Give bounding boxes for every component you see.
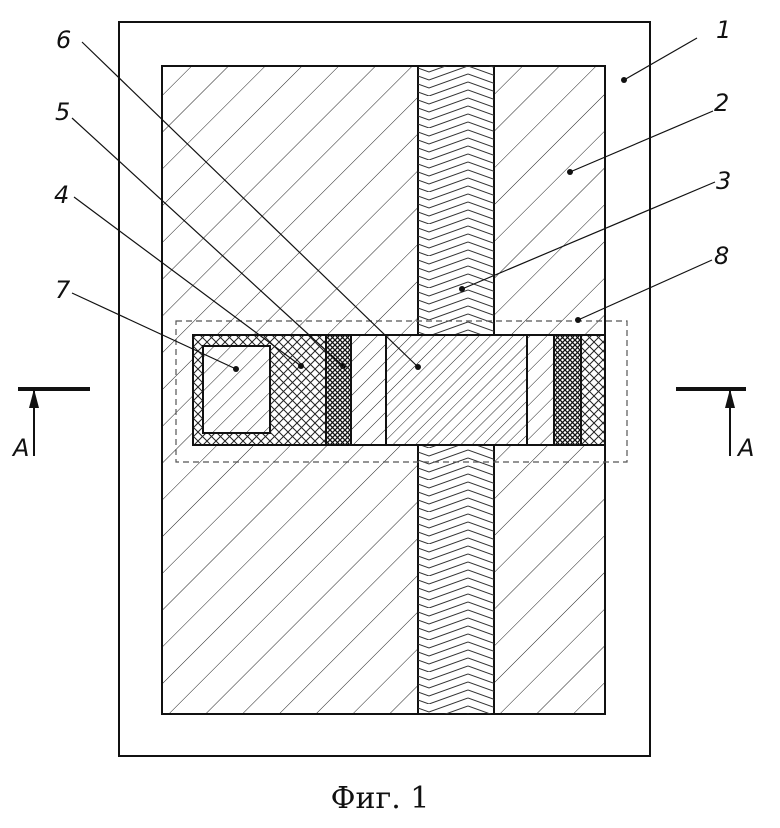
label-1: 1 [716, 16, 731, 44]
label-7: 7 [55, 276, 71, 304]
label-2: 2 [714, 89, 729, 117]
band-crosshatch-right [581, 335, 605, 445]
label-3: 3 [716, 167, 731, 195]
figure-caption: Фиг. 1 [331, 781, 430, 816]
band-hatched-left [351, 335, 386, 445]
band-contact-right [554, 335, 581, 445]
label-4: 4 [54, 181, 69, 209]
label-6: 6 [56, 26, 71, 54]
inner-box-fill [204, 347, 269, 432]
section-label-right: A [736, 434, 754, 462]
label-8: 8 [714, 242, 729, 270]
band-hatched-right [527, 335, 554, 445]
section-label-left: A [11, 434, 29, 462]
section-mark-right [676, 389, 746, 456]
label-5: 5 [55, 98, 70, 126]
band-center [386, 335, 527, 445]
band-contact-left [326, 335, 351, 445]
